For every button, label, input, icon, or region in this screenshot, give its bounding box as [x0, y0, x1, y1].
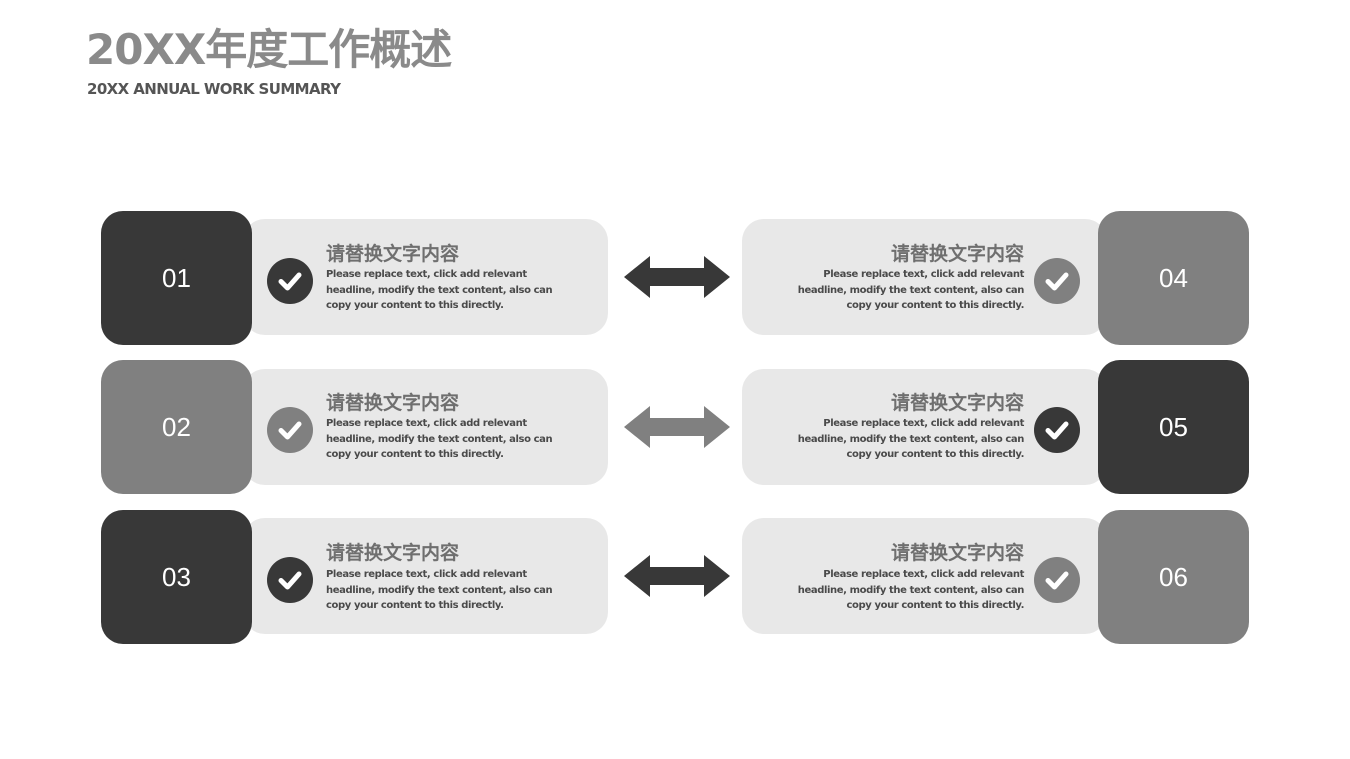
item-heading: 请替换文字内容	[890, 243, 1024, 265]
check-icon	[267, 258, 313, 304]
double-arrow-icon	[624, 256, 730, 298]
item-number-badge: 05	[1098, 360, 1249, 494]
page-title: 20XX年度工作概述	[86, 25, 452, 74]
item-body: Please replace text, click add relevant …	[797, 569, 1025, 611]
item-number: 02	[162, 411, 191, 442]
item-heading: 请替换文字内容	[326, 392, 460, 414]
check-icon	[267, 557, 313, 603]
item-body: Please replace text, click add relevant …	[797, 418, 1025, 460]
check-icon	[1034, 407, 1080, 453]
item-number-badge: 06	[1098, 510, 1249, 644]
item-number: 04	[1159, 262, 1188, 293]
item-number-badge: 01	[101, 211, 252, 345]
item-body: Please replace text, click add relevant …	[326, 418, 553, 460]
double-arrow-icon	[624, 406, 730, 448]
item-heading: 请替换文字内容	[326, 542, 460, 564]
item-number: 03	[162, 561, 191, 592]
check-icon	[267, 407, 313, 453]
item-number: 06	[1159, 561, 1188, 592]
item-heading: 请替换文字内容	[326, 243, 460, 265]
item-number-badge: 03	[101, 510, 252, 644]
page-subtitle: 20XX ANNUAL WORK SUMMARY	[87, 80, 341, 98]
item-number: 01	[162, 262, 191, 293]
check-icon	[1034, 258, 1080, 304]
item-heading: 请替换文字内容	[890, 392, 1024, 414]
item-number: 05	[1159, 411, 1188, 442]
item-number-badge: 02	[101, 360, 252, 494]
item-heading: 请替换文字内容	[890, 542, 1024, 564]
check-icon	[1034, 557, 1080, 603]
item-body: Please replace text, click add relevant …	[326, 569, 553, 611]
double-arrow-icon	[624, 555, 730, 597]
item-body: Please replace text, click add relevant …	[797, 269, 1025, 311]
item-number-badge: 04	[1098, 211, 1249, 345]
item-body: Please replace text, click add relevant …	[326, 269, 553, 311]
